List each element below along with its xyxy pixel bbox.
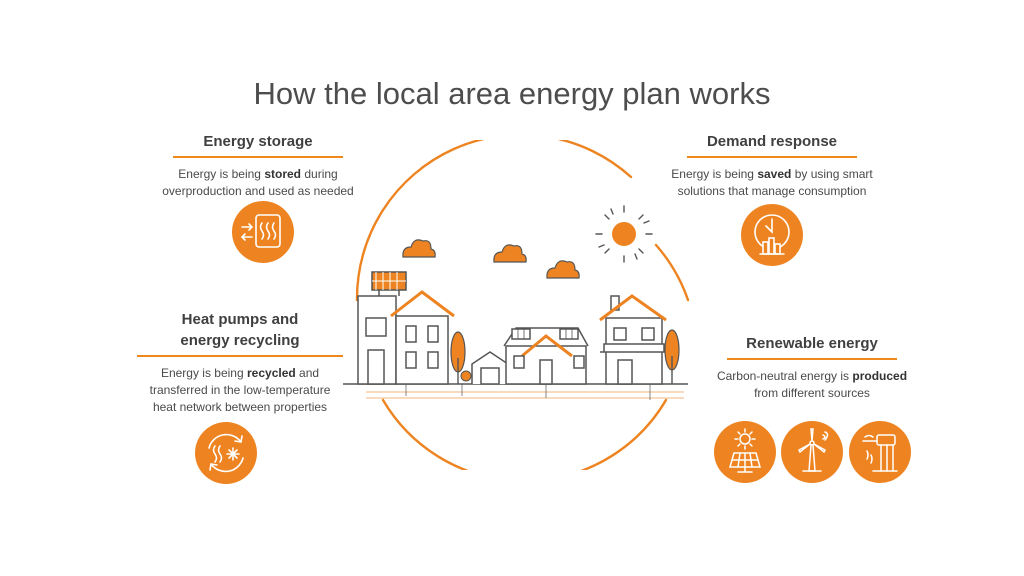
renewable-block: Renewable energy Carbon-neutral energy i… xyxy=(682,333,942,402)
demand-response-underline xyxy=(687,156,857,158)
heat-storage-icon xyxy=(232,201,294,263)
solar-panel-icon xyxy=(714,421,776,483)
house-right xyxy=(599,294,668,385)
page-title: How the local area energy plan works xyxy=(253,76,771,111)
energy-cycle-arc-bottom xyxy=(381,398,668,470)
energy-cycle-arc-right xyxy=(654,243,690,302)
house-left xyxy=(357,271,455,385)
wind-turbine-icon xyxy=(781,421,843,483)
energy-storage-block: Energy storage Energy is being stored du… xyxy=(130,131,386,200)
heat-pumps-underline xyxy=(137,355,343,357)
heat-pumps-description: Energy is being recycled and transferred… xyxy=(149,366,331,414)
heat-pumps-heading: Heat pumps and energy recycling xyxy=(180,311,300,349)
garage xyxy=(471,351,509,385)
renewable-description: Carbon-neutral energy is produced from d… xyxy=(716,369,908,400)
hydro-power-icon xyxy=(849,421,911,483)
renewable-underline xyxy=(727,358,897,360)
demand-response-heading: Demand response xyxy=(706,133,838,150)
renewable-heading: Renewable energy xyxy=(746,335,878,352)
clock-meter-icon xyxy=(741,204,803,266)
heat-pumps-block: Heat pumps and energy recycling Energy i… xyxy=(112,309,368,416)
energy-storage-heading: Energy storage xyxy=(203,133,313,150)
sun-icon xyxy=(595,205,653,263)
cloud-icon xyxy=(402,239,580,279)
heat-recycling-icon xyxy=(195,422,257,484)
energy-storage-underline xyxy=(173,156,343,158)
energy-storage-description: Energy is being stored during overproduc… xyxy=(162,167,354,198)
demand-response-block: Demand response Energy is being saved by… xyxy=(640,131,904,200)
energy-cycle-arc-top xyxy=(355,140,633,302)
demand-response-description: Energy is being saved by using smart sol… xyxy=(671,167,873,198)
tree-icon xyxy=(450,331,466,384)
neighbourhood-illustration xyxy=(343,140,690,470)
house-middle xyxy=(503,327,589,385)
